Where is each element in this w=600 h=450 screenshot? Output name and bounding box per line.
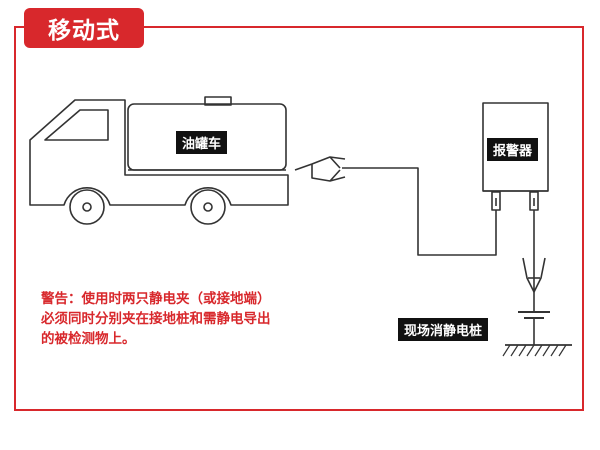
alarm-label: 报警器 — [487, 138, 539, 161]
rear-wheel-hub — [203, 202, 213, 212]
title-badge: 移动式 — [24, 8, 144, 48]
warning-line-1: 警告：使用时两只静电夹（或接地端） — [41, 291, 271, 307]
earth-hatches — [502, 344, 567, 357]
warning-text: 警告：使用时两只静电夹（或接地端） 必须同时分别夹在接地桩和需静电导出 的被检测… — [41, 289, 341, 349]
ground-static-clip — [522, 257, 546, 293]
truck-cab-window — [44, 109, 109, 141]
front-wheel — [69, 189, 105, 225]
truck-label: 油罐车 — [176, 131, 228, 154]
cable-to-alarm — [342, 167, 497, 256]
warning-line-2: 必须同时分别夹在接地桩和需静电导出 — [41, 311, 271, 327]
diagram-frame — [14, 26, 584, 411]
tank-hatch — [204, 96, 232, 106]
warning-line-3: 的被检测物上。 — [41, 331, 136, 347]
front-wheel-hub — [82, 202, 92, 212]
truck-body-outline — [29, 99, 289, 206]
ground-post-label: 现场消静电桩 — [398, 318, 489, 341]
truck-static-clip — [294, 156, 346, 182]
rear-wheel — [190, 189, 226, 225]
